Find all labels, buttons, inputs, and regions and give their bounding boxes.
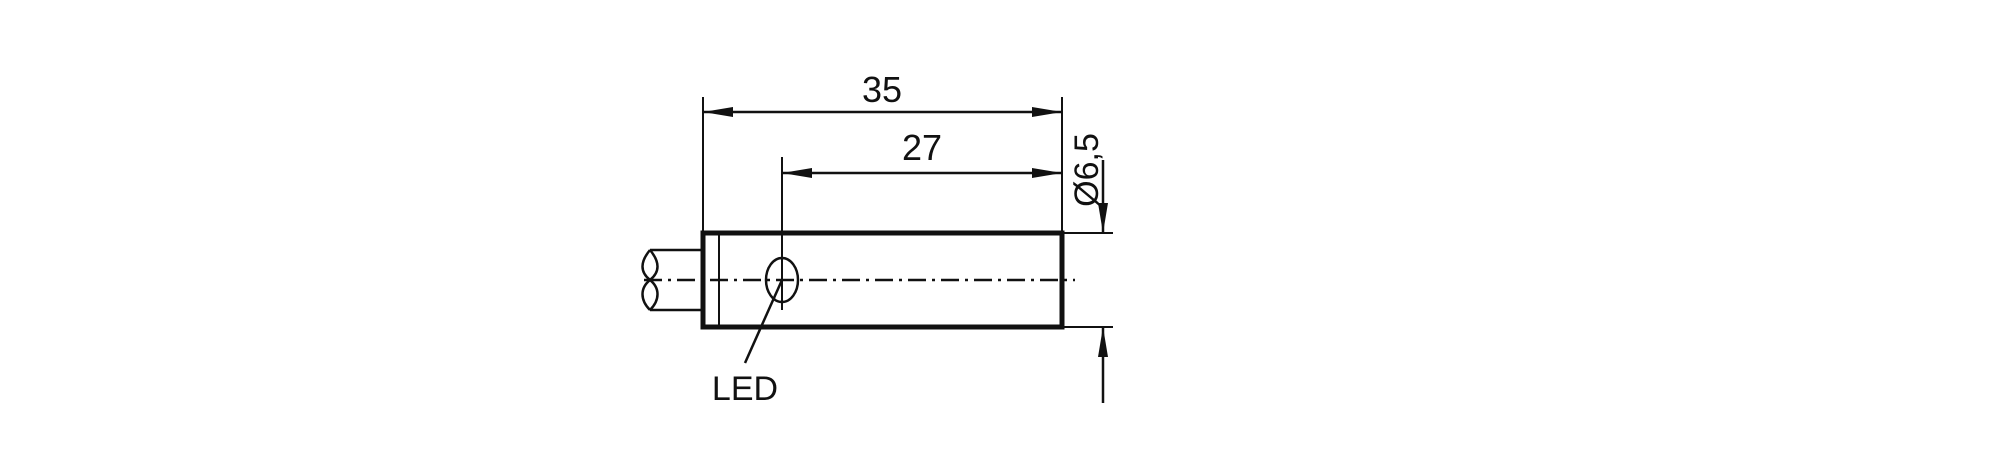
led-leader-line [743,279,784,364]
led-indicator [764,256,800,304]
dimension-label-35: 35 [862,69,902,110]
led-label: LED [712,370,778,408]
diameter-label: Ø6,5 [1068,133,1106,207]
dimension-label-27: 27 [902,127,942,168]
